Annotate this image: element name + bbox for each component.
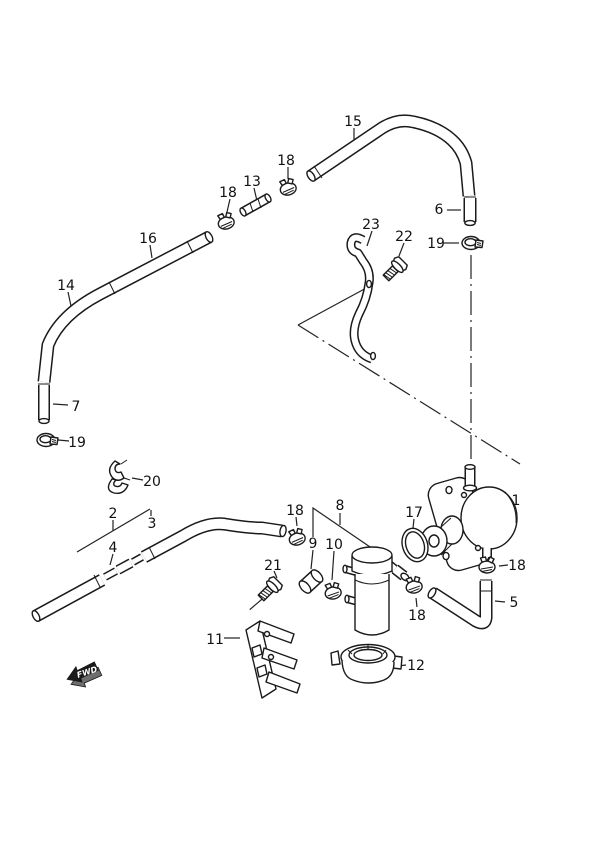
- part-label-12: 12: [407, 658, 425, 674]
- leader-lines: [52, 128, 521, 667]
- part-label-5: 5: [510, 595, 519, 611]
- part-label-9: 9: [309, 536, 318, 552]
- fuel-pipe-6: [463, 196, 477, 227]
- bracket-11: [245, 620, 301, 699]
- part-label-1: 1: [512, 493, 521, 509]
- bolt-22: [379, 254, 410, 285]
- bracket-23: [346, 233, 377, 364]
- part-label-10: 10: [325, 537, 343, 553]
- part-label-18-bottom: 18: [408, 608, 426, 624]
- part-label-15: 15: [344, 114, 362, 130]
- part-label-18-filter: 18: [286, 503, 304, 519]
- part-label-23: 23: [362, 217, 380, 233]
- o-ring-17: [401, 527, 429, 563]
- part-label-18-top-left: 18: [219, 185, 237, 201]
- part-label-18-right: 18: [508, 558, 526, 574]
- clamp-19-top: [461, 235, 484, 251]
- hose-16-14: [37, 230, 214, 383]
- joint-13: [239, 193, 272, 217]
- bolt-21: [254, 574, 285, 605]
- part-label-20: 20: [143, 474, 161, 490]
- clamp-18-e: [403, 575, 424, 595]
- fuel-pump-1: [420, 464, 518, 572]
- part-label-18-top-right: 18: [277, 153, 295, 169]
- part-label-11: 11: [206, 632, 224, 648]
- part-label-13: 13: [243, 174, 261, 190]
- clip-20: [107, 459, 131, 495]
- ring-nut-12: [330, 643, 403, 684]
- fwd-arrow: FWD: [66, 661, 103, 688]
- part-label-7: 7: [72, 399, 81, 415]
- callout-labels: 15 18 13 18 16 6 23 22 19 14 7 19 20 2 3…: [57, 114, 526, 674]
- part-label-4: 4: [109, 540, 118, 556]
- hose-2-3-4: [31, 517, 287, 623]
- part-label-17: 17: [405, 505, 423, 521]
- part-label-21: 21: [264, 558, 282, 574]
- clamp-19-left: [36, 432, 59, 448]
- fuel-filter-8: [342, 546, 410, 636]
- part-label-8: 8: [336, 498, 345, 514]
- clamp-10: [322, 581, 343, 601]
- fuel-pipe-7: [38, 383, 50, 425]
- part-label-19-left: 19: [68, 435, 86, 451]
- clamp-18-a: [215, 210, 237, 232]
- clamp-18-c: [286, 526, 308, 548]
- part-label-6: 6: [435, 202, 444, 218]
- part-label-22: 22: [395, 229, 413, 245]
- part-label-16: 16: [139, 231, 157, 247]
- part-label-19-top: 19: [427, 236, 445, 252]
- spacer-9: [298, 569, 324, 594]
- hose-5: [427, 579, 493, 630]
- part-label-14: 14: [57, 278, 75, 294]
- clamp-18-b: [277, 176, 299, 198]
- part-label-2: 2: [109, 506, 118, 522]
- hose-15: [306, 114, 476, 197]
- part-label-3: 3: [148, 516, 157, 532]
